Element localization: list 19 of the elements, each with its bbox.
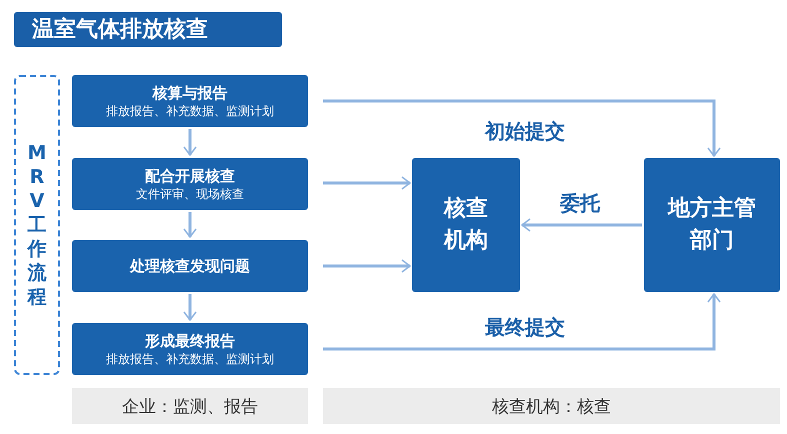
footer-band: 企业：监测、报告 [72,388,308,424]
double-arrow [183,129,197,156]
vertical-label-box: MRV工作流程 [14,75,60,375]
double-arrow [323,259,411,273]
process-box: 处理核查发现问题 [72,240,308,292]
edge-label: 委托 [558,190,602,217]
footer-band: 核查机构：核查 [323,388,780,424]
double-arrow [323,176,411,190]
title-banner: 温室气体排放核查 [14,12,282,47]
double-arrow [521,218,642,232]
double-arrow [183,294,197,321]
process-box: 核算与报告 排放报告、补充数据、监测计划 [72,75,308,127]
double-arrow [323,100,721,157]
process-box: 形成最终报告 排放报告、补充数据、监测计划 [72,323,308,375]
double-arrow [323,293,721,350]
process-box: 配合开展核查 文件评审、现场核查 [72,158,308,210]
authority-box: 地方主管部门 [644,158,780,292]
double-arrow [183,212,197,238]
agency-box: 核查机构 [412,158,520,292]
